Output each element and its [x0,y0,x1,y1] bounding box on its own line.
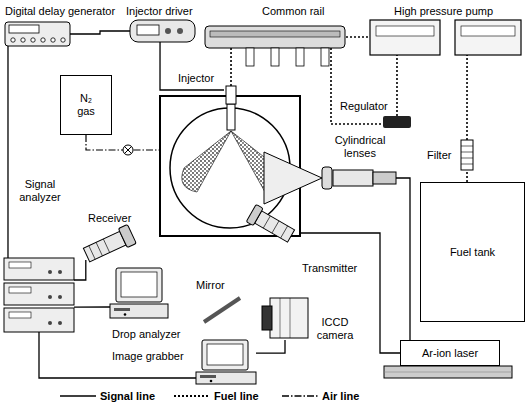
image-grabber-computer [196,340,256,384]
transmitter-node: Transmitter [250,205,300,245]
component-label: Drop analyzer [112,328,180,341]
drop-analyzer-node: Drop analyzer [110,268,168,320]
signal-line [300,233,400,353]
common-rail-device [205,26,345,66]
legend-item: Air line [280,389,359,403]
signal-analyzer-node: Signal analyzer [4,258,74,332]
component-label: Cylindrical lenses [324,134,396,159]
legend-line [174,395,210,397]
component-label: Receiver [88,212,131,225]
common-rail-node: Common rail [205,26,345,48]
legend-line-sample [280,389,322,403]
mirror-plate [204,298,240,322]
legend-line [60,395,96,397]
filter-node: Filter [461,140,473,170]
component-label: Digital delay generator [5,5,115,18]
drop-analyzer-computer [110,268,168,318]
component-label: Filter [427,149,451,162]
legend-item: Signal line [58,389,155,403]
legend-item: Fuel line [172,389,259,403]
component-label: Injector [178,72,214,85]
regulator-node: Regulator [383,116,411,128]
transmitter-probe [246,204,296,244]
component-label: Ar-ion laser [422,347,478,360]
component-label: N₂ gas [71,92,101,117]
receiver-node: Receiver [80,228,138,260]
component-label: Mirror [196,279,225,292]
injector-node: Injector [224,86,238,106]
delay-generator-node: Digital delay generator [5,22,70,46]
fuel-line [230,48,232,86]
signal-analyzer-device [4,258,74,332]
ar-ion-laser-node: Ar-ion laser [400,340,500,366]
component-label: Regulator [340,100,388,113]
injector-driver-node: Injector driver [130,20,195,42]
signal-line [70,31,130,34]
high-pressure-pump-node: High pressure pump [368,20,523,55]
signal-line [256,340,285,353]
gas-bottle-node: N₂ gas [60,75,112,135]
air-line-with-valve [86,135,160,155]
light-sheet-and-lenses [264,152,396,204]
high-pressure-pump-device [370,20,521,55]
signal-line [74,260,86,280]
signal-line [74,306,110,308]
signal-line [160,42,224,90]
legend-text: Fuel line [214,390,259,402]
delay-generator-device [5,22,70,46]
fuel-line [331,48,383,124]
mirror-node: Mirror [200,296,244,324]
fuel-tank-node: Fuel tank [420,182,525,322]
receiver-probe [82,224,136,264]
component-label: High pressure pump [394,5,493,18]
cylindrical-lenses-node: Cylindrical lenses [322,164,396,192]
laser-base [384,366,512,378]
component-label: Image grabber [112,350,184,363]
legend-line-sample [58,389,100,403]
injector-driver-device [130,20,195,42]
iccd-camera-device [262,298,308,338]
signal-line [396,178,410,340]
fuel-line [396,55,398,116]
legend-text: Air line [322,390,359,402]
legend-line [282,395,318,397]
fuel-line [466,55,468,140]
injector-device [226,86,236,104]
fuel-line [466,170,468,182]
legend-text: Signal line [100,390,155,402]
fuel-line [345,36,368,38]
component-label: Transmitter [302,262,357,275]
component-label: Fuel tank [450,246,495,259]
image-grabber-node: Image grabber [196,340,256,384]
iccd-camera-node: ICCD camera [262,296,308,340]
component-label: Common rail [262,5,324,18]
filter-device [461,140,473,170]
component-label: Injector driver [126,5,193,18]
component-label: Signal analyzer [14,178,66,203]
signal-line [7,46,8,258]
component-label: ICCD camera [314,316,356,341]
legend: Signal line Fuel line Air line [0,389,525,403]
legend-line-sample [172,389,214,403]
regulator-device [383,116,411,128]
